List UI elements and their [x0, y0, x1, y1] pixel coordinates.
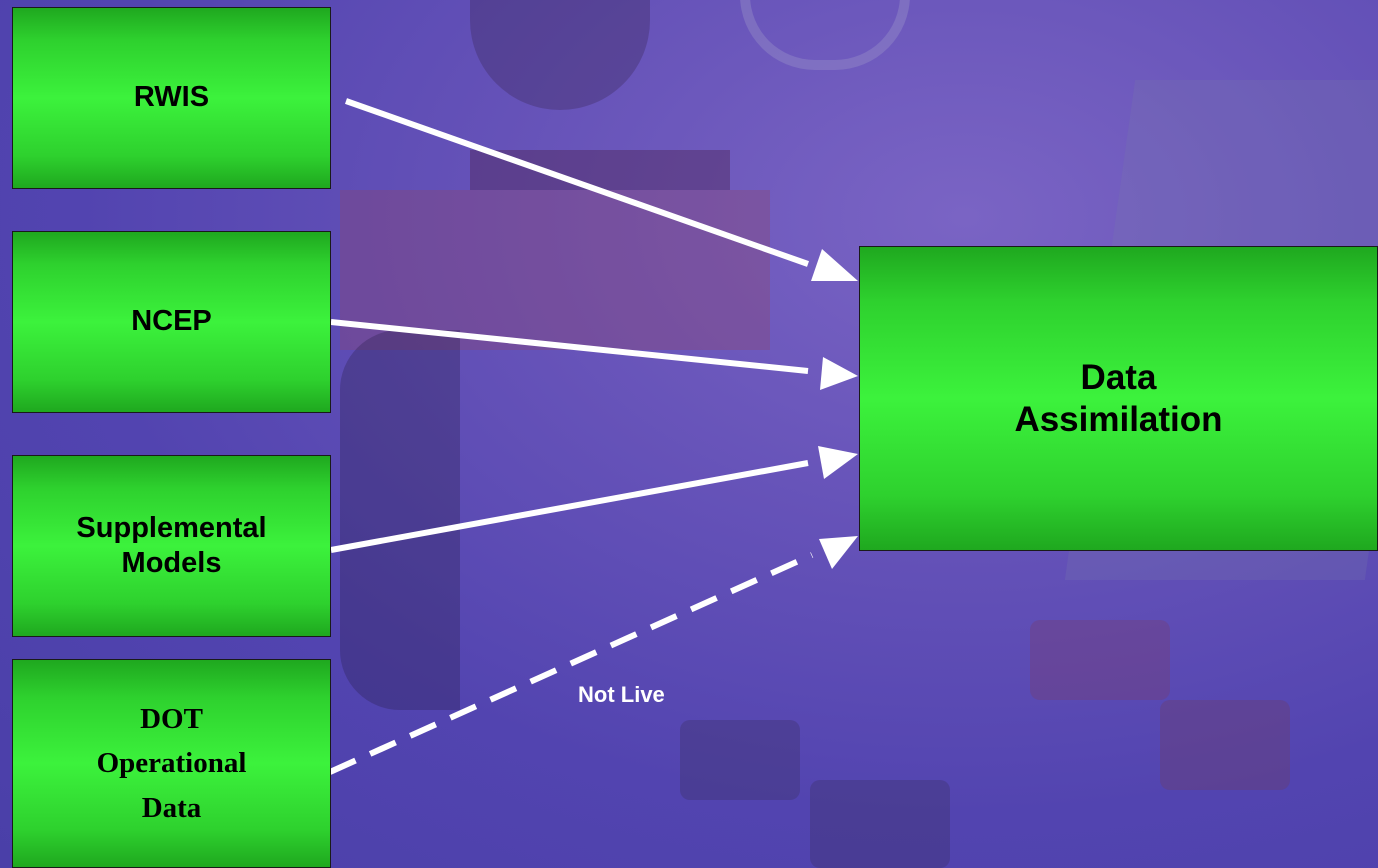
arrow-rwis-to-assimilation: [345, 98, 858, 281]
car-shape: [810, 780, 950, 868]
arrow-dot-to-assimilation-dashed: [328, 536, 858, 775]
car-shape: [680, 720, 800, 800]
arrow-ncep-to-assimilation: [330, 319, 858, 390]
car-shape: [1160, 700, 1290, 790]
node-ncep-label: NCEP: [131, 305, 212, 338]
node-assimilation-label: Data Assimilation: [1014, 357, 1223, 439]
truck-shape: [340, 330, 460, 710]
ship-hull-shape: [470, 150, 730, 190]
node-rwis-label: RWIS: [133, 81, 210, 114]
node-data-assimilation: Data Assimilation: [859, 246, 1378, 551]
arrow-supplemental-to-assimilation: [330, 446, 858, 553]
node-dot-label: DOT Operational Data: [96, 703, 247, 824]
node-supplemental-models: Supplemental Models: [12, 455, 331, 637]
node-ncep: NCEP: [12, 231, 331, 413]
ship-deck-shape: [340, 190, 770, 350]
car-shape: [1030, 620, 1170, 700]
node-supplemental-label: Supplemental Models: [76, 511, 267, 579]
node-dot-operational-data: DOT Operational Data: [12, 659, 331, 868]
node-rwis: RWIS: [12, 7, 331, 189]
edge-label-not-live: Not Live: [578, 682, 665, 707]
